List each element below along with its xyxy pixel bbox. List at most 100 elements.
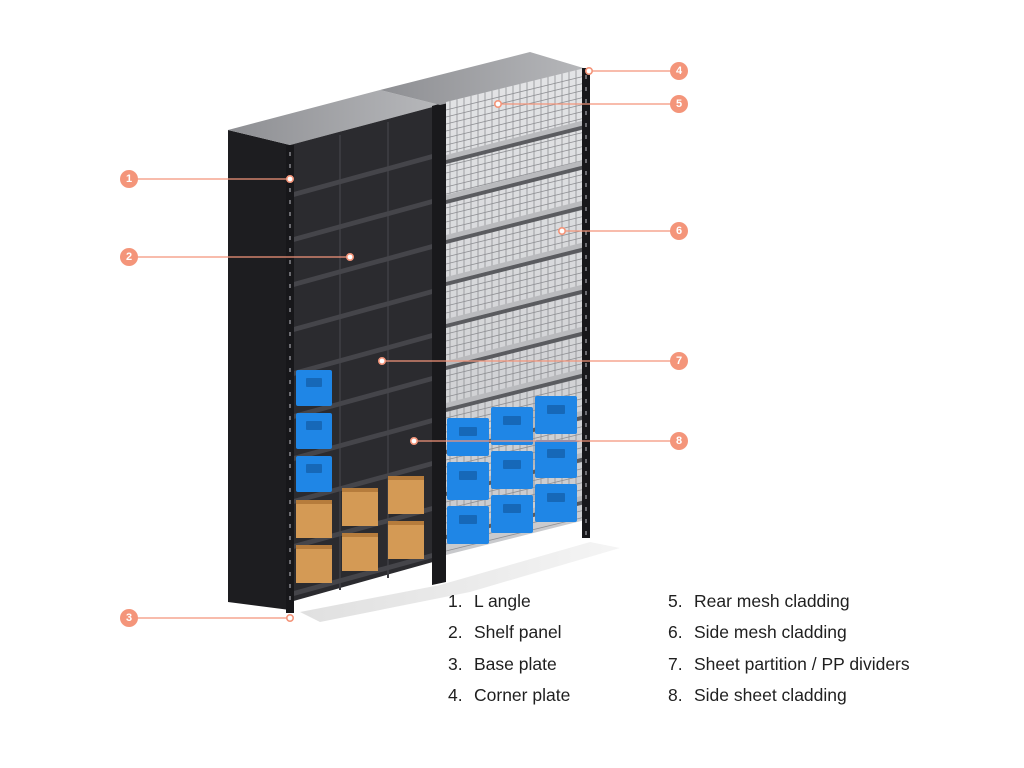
legend-item: 6. Side mesh cladding [668, 622, 910, 653]
legend-number: 3. [448, 653, 463, 674]
mesh-wire [445, 194, 586, 230]
shelf-edge [446, 373, 585, 412]
upright-hole [289, 392, 291, 396]
upright-hole [585, 399, 587, 403]
mesh-wire [445, 152, 586, 188]
legend-label: L angle [474, 591, 531, 611]
upright-hole [289, 536, 291, 540]
legend-label: Side mesh cladding [694, 622, 847, 643]
bin-handle [306, 421, 322, 430]
mesh-wire [445, 89, 586, 125]
upright-hole [585, 207, 587, 211]
legend-number: 4. [448, 684, 463, 705]
legend-number: 1. [448, 591, 463, 611]
shelf-panel [290, 505, 436, 550]
shelf-panel [290, 417, 436, 462]
callout-badge-6: 6 [670, 222, 688, 240]
shelf-edge [446, 289, 585, 328]
legend-left: 1.L angle 2.Shelf panel 3.Base plate 4.C… [448, 591, 570, 716]
mesh-wire [445, 180, 586, 216]
shelf-edge [446, 205, 585, 244]
left-side-panel [228, 130, 290, 610]
upright-hole [289, 344, 291, 348]
shelf-panel [446, 284, 585, 324]
carton-tape [388, 476, 424, 480]
middle-upright [432, 102, 446, 585]
upright-hole [289, 404, 291, 408]
mesh-wire [445, 306, 586, 342]
mesh-wire [445, 516, 586, 552]
legend-number: 5. [668, 591, 683, 611]
upright-hole [585, 315, 587, 319]
upright-hole [289, 512, 291, 516]
upright-hole [289, 188, 291, 192]
right-bay-top [380, 52, 590, 105]
left-bay-shelves [290, 153, 436, 597]
mesh-wire [445, 145, 586, 181]
blue-bin [296, 456, 332, 492]
callout-target [285, 175, 294, 184]
right-bay-bins [447, 396, 577, 544]
upright-hole [289, 272, 291, 276]
shelf-edge [446, 165, 585, 204]
callout-badge-5: 5 [670, 95, 688, 113]
upright-hole [289, 428, 291, 432]
upright-holes [289, 152, 291, 600]
blue-bin [447, 462, 489, 500]
bin-handle [503, 460, 521, 469]
shelf-panel [290, 552, 436, 597]
left-front-upright [286, 145, 294, 613]
legend-label: Sheet partition / PP dividers [694, 653, 910, 674]
mesh-wire [445, 117, 586, 153]
upright-hole [585, 351, 587, 355]
mesh-wire [445, 432, 586, 468]
carton-tape [388, 521, 424, 525]
upright-hole [289, 308, 291, 312]
upright-hole [289, 320, 291, 324]
upright-hole [585, 219, 587, 223]
upright-hole [289, 548, 291, 552]
legend-item: 3. Base plate [448, 654, 570, 685]
upright-hole [585, 507, 587, 511]
carton-box [388, 476, 424, 514]
carton-box [342, 488, 378, 526]
mesh-wire [445, 355, 586, 391]
upright-hole [585, 147, 587, 151]
upright-hole [585, 135, 587, 139]
blue-bin [447, 506, 489, 544]
legend-item: 2.Shelf panel [448, 622, 570, 653]
blue-bin [535, 396, 577, 434]
upright-hole [289, 284, 291, 288]
shelf-panel [290, 375, 436, 420]
blue-bin [296, 370, 332, 406]
carton-box [296, 500, 332, 538]
upright-hole [585, 123, 587, 127]
bin-handle [547, 493, 565, 502]
shelf-panel [446, 200, 585, 240]
upright-hole [585, 471, 587, 475]
upright-hole [289, 560, 291, 564]
bin-handle [306, 378, 322, 387]
mesh-wire [445, 313, 586, 349]
upright-hole [585, 531, 587, 535]
carton-tape [342, 488, 378, 492]
legend-label: Side sheet cladding [694, 684, 847, 705]
upright-hole [585, 111, 587, 115]
floor-shadow [300, 542, 620, 622]
upright-hole [289, 368, 291, 372]
left-bay-bins [296, 370, 332, 492]
mesh-wire [445, 96, 586, 132]
mesh-wire [445, 271, 586, 307]
bin-handle [547, 405, 565, 414]
callout-badge-7: 7 [670, 352, 688, 370]
carton-tape [342, 533, 378, 537]
shelf-edge [446, 331, 585, 370]
legend-number: 6. [668, 622, 683, 643]
legend-label: Base plate [474, 653, 557, 674]
bin-handle [503, 504, 521, 513]
upright-hole [585, 327, 587, 331]
bin-handle [306, 464, 322, 473]
mesh-wire [445, 131, 586, 167]
upright-hole [289, 596, 291, 600]
upright-hole [585, 387, 587, 391]
